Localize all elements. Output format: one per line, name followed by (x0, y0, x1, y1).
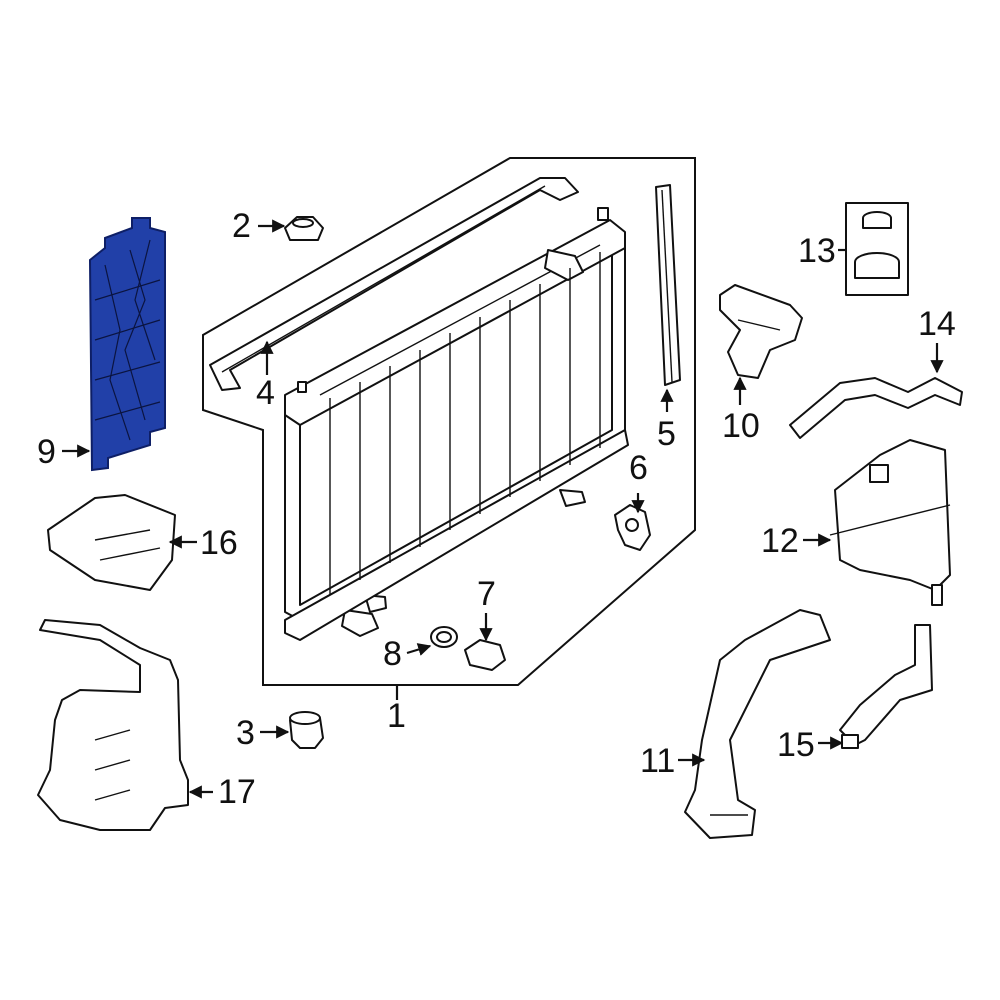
part-8-o-ring[interactable] (430, 626, 458, 648)
callout-2[interactable]: 2 (232, 207, 251, 245)
part-15-heater-tube[interactable] (839, 624, 933, 749)
part-7-sensor[interactable] (464, 639, 506, 671)
part-17-side-shroud[interactable] (37, 619, 189, 831)
callout-13[interactable]: 13 (798, 232, 836, 270)
callout-17[interactable]: 17 (218, 773, 256, 811)
part-14-bypass-hose[interactable] (789, 377, 963, 439)
part-16-bracket[interactable] (47, 494, 176, 591)
callout-15[interactable]: 15 (777, 726, 815, 764)
callout-8[interactable]: 8 (383, 635, 402, 673)
part-1-radiator[interactable] (284, 207, 629, 641)
part-13-cap-set[interactable] (845, 202, 909, 296)
part-2-nut[interactable] (284, 216, 324, 241)
callout-14[interactable]: 14 (918, 305, 956, 343)
callout-5[interactable]: 5 (657, 415, 676, 453)
leader-8 (406, 643, 432, 656)
callout-10[interactable]: 10 (722, 407, 760, 445)
part-11-lower-hose[interactable] (684, 609, 831, 839)
part-6-bracket[interactable] (614, 504, 651, 551)
assembly-outline (202, 157, 696, 686)
part-12-reservoir[interactable] (829, 439, 951, 606)
part-3-rubber-mount[interactable] (289, 711, 324, 749)
callout-11[interactable]: 11 (640, 742, 675, 780)
part-5-side-seal[interactable] (655, 184, 681, 386)
callout-6[interactable]: 6 (629, 449, 648, 487)
part-10-upper-hose[interactable] (719, 284, 803, 379)
callout-4[interactable]: 4 (256, 374, 275, 412)
callout-16[interactable]: 16 (200, 524, 238, 562)
callout-7[interactable]: 7 (477, 575, 496, 613)
callout-12[interactable]: 12 (761, 522, 799, 560)
part-4-upper-seal[interactable] (209, 177, 579, 391)
callout-9[interactable]: 9 (37, 433, 56, 471)
part-9-air-guide[interactable] (88, 217, 166, 472)
callout-1[interactable]: 1 (387, 697, 406, 735)
callout-3[interactable]: 3 (236, 714, 255, 752)
